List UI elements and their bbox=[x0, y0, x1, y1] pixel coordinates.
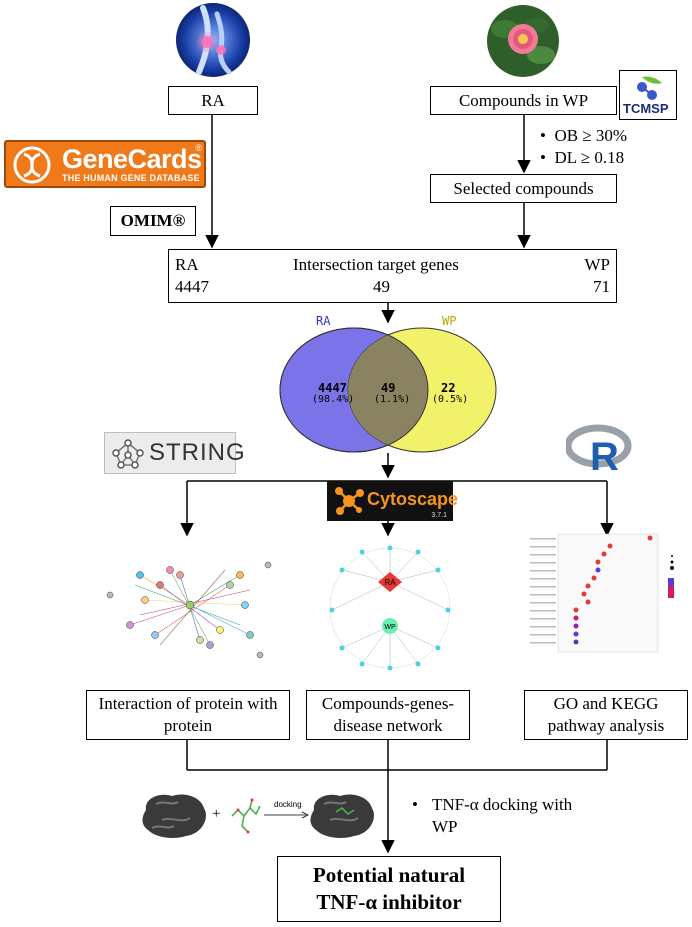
venn-diagram bbox=[279, 327, 497, 453]
result-line-1: Potential natural bbox=[312, 863, 466, 887]
selected-compounds-label: Selected compounds bbox=[453, 178, 594, 198]
cytoscape-text: Cytoscape bbox=[367, 489, 459, 509]
string-network-icon bbox=[112, 439, 144, 469]
venn-left-value: 4447 bbox=[318, 381, 347, 395]
omim-box: OMIM® bbox=[110, 206, 196, 236]
compounds-box: Compounds in WP bbox=[430, 86, 617, 115]
venn-center-pct: (1.1%) bbox=[374, 394, 411, 405]
compound-gene-network-image: RA WP bbox=[329, 545, 451, 671]
cytoscape-logo: Cytoscape 3.7.1 bbox=[327, 481, 458, 521]
venn-left-pct: (98.4%) bbox=[312, 394, 355, 405]
docked-complex-image bbox=[310, 794, 374, 838]
dna-icon bbox=[13, 146, 51, 184]
joint-pain-image bbox=[176, 3, 250, 77]
venn-right-pct: (0.5%) bbox=[432, 394, 469, 405]
docking-plus: + bbox=[212, 806, 221, 822]
venn-left-title: RA bbox=[316, 314, 331, 328]
criterion-ob: • OB ≥ 30% bbox=[540, 126, 628, 145]
venn-right-title: WP bbox=[442, 314, 457, 328]
cytoscape-version: 3.7.1 bbox=[431, 512, 447, 519]
ppi-label: Interaction of protein with protein bbox=[98, 694, 278, 735]
tcmsp-molecule-icon bbox=[637, 76, 662, 100]
selected-compounds-box: Selected compounds bbox=[430, 174, 617, 203]
venn-right-value: 22 bbox=[441, 381, 456, 395]
intersection-left-name: RA bbox=[175, 255, 199, 274]
docking-arrow bbox=[264, 811, 309, 819]
result-box: Potential natural TNF-α inhibitor bbox=[277, 856, 501, 922]
intersection-title: Intersection target genes bbox=[293, 255, 459, 274]
r-logo: R bbox=[566, 424, 632, 474]
peony-flower-image bbox=[487, 5, 559, 77]
enrichment-label: GO and KEGG pathway analysis bbox=[547, 694, 665, 735]
cytoscape-network-icon bbox=[335, 487, 364, 515]
intersection-box: RA 4447 Intersection target genes 49 WP … bbox=[168, 249, 617, 303]
intersection-left-count: 4447 bbox=[175, 277, 209, 296]
criterion-dl-text: DL ≥ 0.18 bbox=[554, 148, 625, 167]
ra-label: RA bbox=[201, 90, 225, 110]
tcmsp-logo: TCMSP bbox=[619, 70, 677, 120]
result-line-2: TNF-α inhibitor bbox=[316, 890, 462, 914]
network-label: Compounds-genes-disease network bbox=[321, 694, 455, 735]
criterion-dl: • DL ≥ 0.18 bbox=[540, 148, 625, 167]
docking-bullet-text: TNF-α docking with WP bbox=[432, 795, 573, 836]
network-wp-node: WP bbox=[384, 624, 396, 631]
tnf-protein-image bbox=[142, 794, 206, 838]
tcmsp-text: TCMSP bbox=[623, 101, 669, 116]
string-text: STRING bbox=[149, 439, 246, 466]
ra-box: RA bbox=[168, 86, 258, 115]
string-logo: STRING bbox=[104, 432, 245, 474]
intersection-right-count: 71 bbox=[593, 277, 610, 296]
wp-ligand-image bbox=[231, 798, 261, 834]
ppi-box: Interaction of protein with protein bbox=[86, 690, 290, 740]
network-ra-node: RA bbox=[384, 578, 396, 587]
genecards-title: GeneCards bbox=[62, 144, 202, 174]
criterion-ob-text: OB ≥ 30% bbox=[554, 126, 628, 145]
network-box: Compounds-genes-disease network bbox=[306, 690, 470, 740]
venn-center-value: 49 bbox=[381, 381, 396, 395]
genecards-subtitle: THE HUMAN GENE DATABASE bbox=[62, 173, 200, 183]
enrichment-dotplot-image bbox=[530, 533, 674, 653]
r-logo-text: R bbox=[590, 435, 619, 474]
intersection-center-count: 49 bbox=[373, 277, 390, 296]
ppi-network-image bbox=[106, 561, 272, 659]
docking-arrow-label: docking bbox=[274, 800, 302, 809]
enrichment-box: GO and KEGG pathway analysis bbox=[524, 690, 688, 740]
intersection-right-name: WP bbox=[584, 255, 611, 274]
genecards-registered-mark: ® bbox=[195, 143, 202, 153]
compounds-label: Compounds in WP bbox=[458, 90, 589, 110]
omim-label: OMIM® bbox=[120, 211, 186, 230]
genecards-logo: GeneCards ® THE HUMAN GENE DATABASE bbox=[4, 140, 206, 188]
venn-overlap bbox=[348, 328, 428, 452]
